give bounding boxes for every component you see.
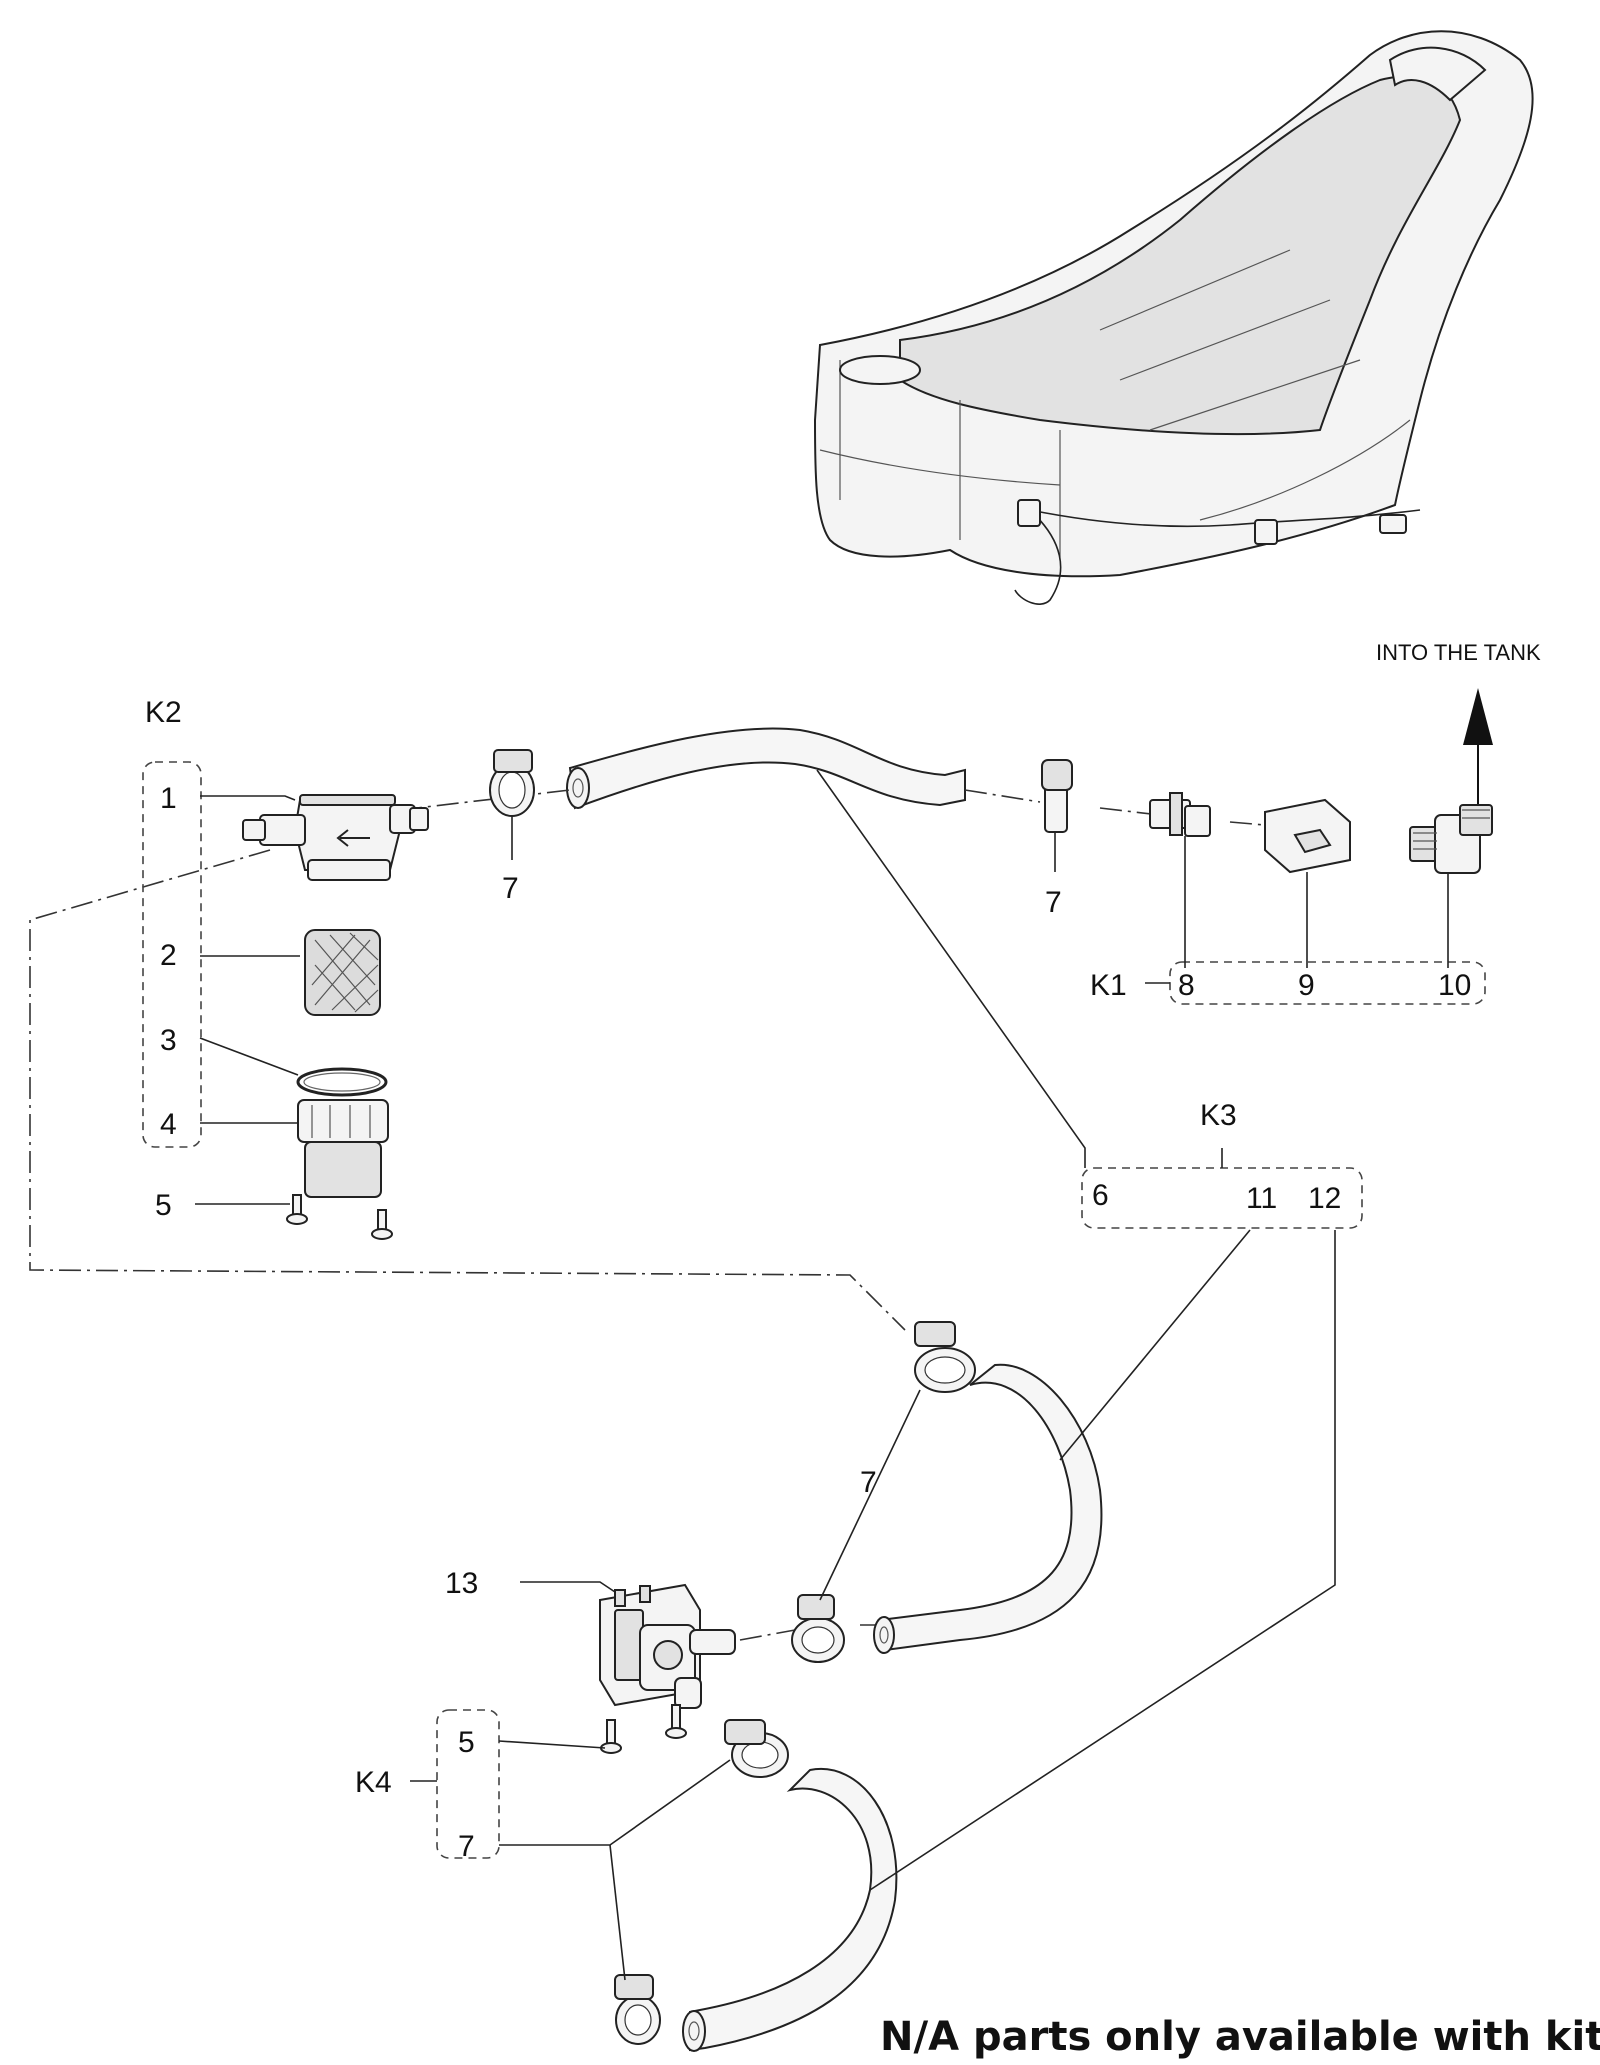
into-tank-text: INTO THE TANK: [1376, 640, 1541, 665]
part-label-5-top: 5: [155, 1189, 172, 1222]
kit-k4-bracket: [436, 1709, 500, 1859]
part-label-9: 9: [1298, 969, 1315, 1002]
screw-5-right: [371, 1209, 393, 1240]
part-label-7-top-right: 7: [1045, 886, 1062, 919]
screw-5-lower-right: [665, 1704, 687, 1739]
hose-clamp-7-top-right: [1041, 759, 1073, 833]
part-label-11: 11: [1246, 1182, 1277, 1215]
screw-5-left: [286, 1194, 308, 1225]
leader-lines: [195, 769, 1449, 1981]
hose-clamp-7-lower-c: [724, 1719, 789, 1778]
part-label-6: 6: [1092, 1179, 1109, 1212]
part-label-12: 12: [1308, 1182, 1341, 1215]
adapter-9: [1264, 798, 1351, 874]
strainer-body-1: [242, 794, 429, 881]
hose-6: [566, 727, 966, 810]
part-label-4: 4: [160, 1108, 177, 1141]
part-label-2: 2: [160, 939, 177, 972]
footer-note: N/A parts only available with kits: [880, 2014, 1600, 2060]
kit-k2-bracket: [142, 761, 202, 1148]
part-label-10: 10: [1438, 969, 1471, 1002]
tank-body: [813, 30, 1534, 578]
bowl-nut-4: [297, 1099, 389, 1198]
part-label-1: 1: [160, 782, 177, 815]
part-label-7-top-left: 7: [502, 872, 519, 905]
kit-label-k1: K1: [1090, 969, 1127, 1002]
elbow-fitting-10: [1409, 804, 1493, 874]
into-tank-arrow-icon: [1463, 688, 1493, 810]
flow-line-loop: [29, 849, 906, 1331]
part-label-7-lower: 7: [860, 1466, 877, 1499]
part-label-13: 13: [445, 1567, 478, 1600]
tank-wiring-harness: [1014, 499, 1421, 605]
hose-clamp-7-lower-d: [614, 1974, 661, 2045]
part-label-3: 3: [160, 1024, 177, 1057]
hose-clamp-7-lower-b: [791, 1594, 845, 1663]
kit-label-k2: K2: [145, 696, 182, 729]
filter-screen-2: [304, 929, 381, 1016]
o-ring-3: [296, 1067, 388, 1097]
kit-label-k4: K4: [355, 1766, 392, 1799]
hose-clamp-7-lower-a: [914, 1321, 976, 1393]
hose-11: [873, 1363, 1103, 1654]
part-label-8: 8: [1178, 969, 1195, 1002]
flow-line-top: [399, 789, 1301, 829]
solenoid-valve-13: [599, 1583, 736, 1709]
part-label-7-k4: 7: [458, 1830, 475, 1863]
kit-label-k3: K3: [1200, 1099, 1237, 1132]
hose-12: [682, 1767, 898, 2052]
hose-clamp-7-top-left: [489, 749, 535, 817]
part-label-5-lower: 5: [458, 1726, 475, 1759]
nipple-8: [1149, 792, 1211, 837]
